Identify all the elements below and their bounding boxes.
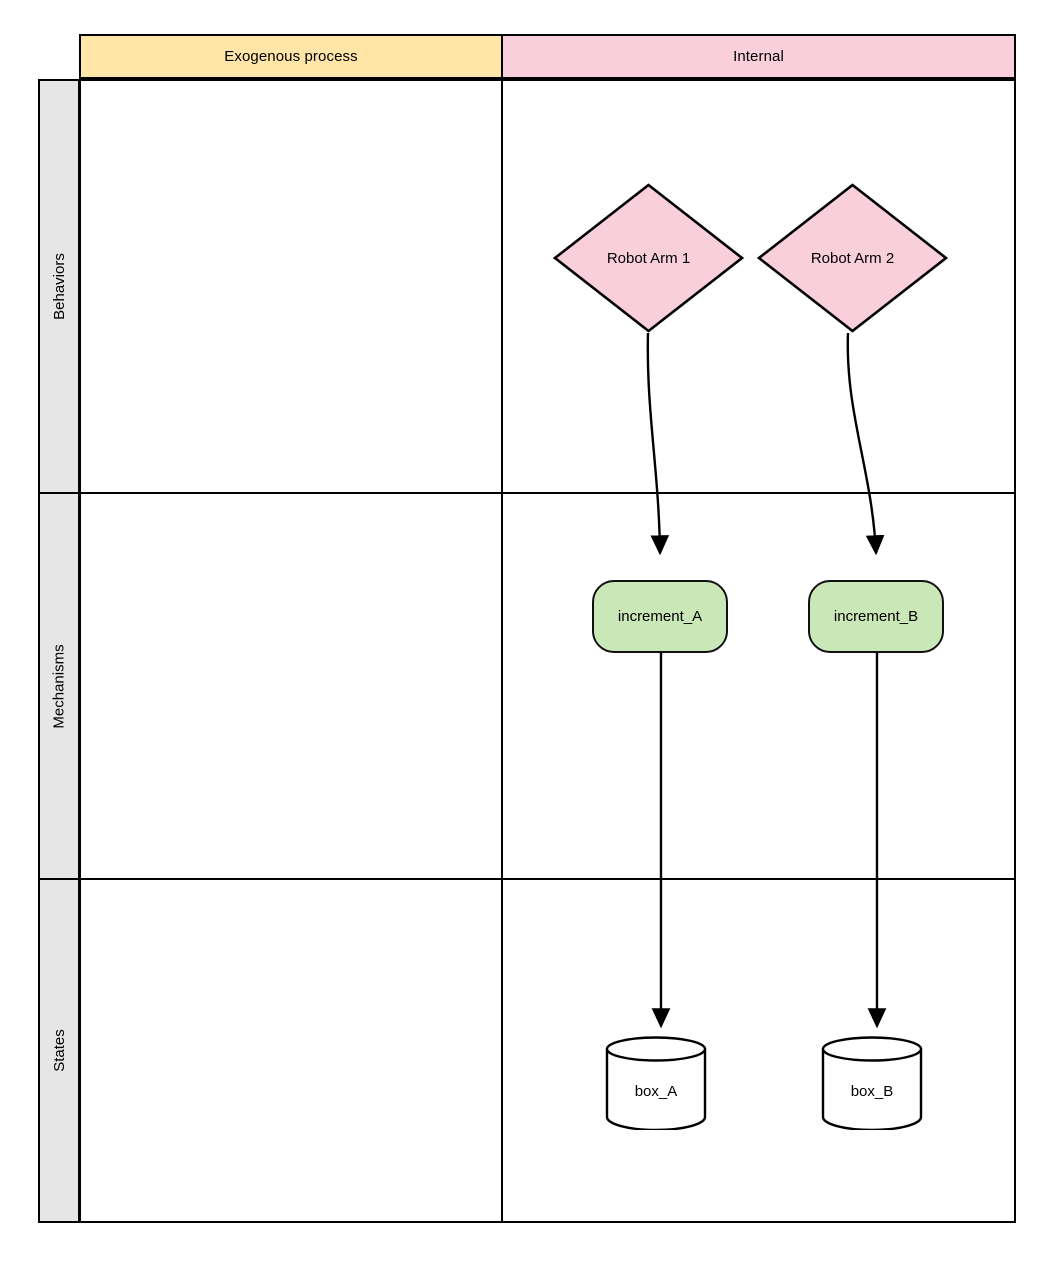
node-robot-arm-1[interactable]: Robot Arm 1 bbox=[553, 183, 744, 333]
lane-cell-states-internal bbox=[501, 878, 1016, 1223]
node-box-a-label: box_A bbox=[634, 1083, 678, 1100]
row-label-behaviors-text: Behaviors bbox=[50, 253, 68, 320]
lane-cell-mechanisms-internal bbox=[501, 492, 1016, 880]
column-header-exogenous-process-label: Exogenous process bbox=[224, 48, 358, 65]
lane-cell-behaviors-exogenous bbox=[79, 79, 503, 494]
row-label-states-text: States bbox=[50, 1029, 68, 1072]
row-label-mechanisms-text: Mechanisms bbox=[50, 643, 68, 729]
node-box-a[interactable]: box_A bbox=[605, 1036, 707, 1130]
node-box-b[interactable]: box_B bbox=[821, 1036, 923, 1130]
row-label-behaviors: Behaviors bbox=[38, 79, 80, 494]
node-increment-a-label: increment_A bbox=[617, 608, 703, 625]
node-increment-a[interactable]: increment_A bbox=[592, 580, 728, 653]
row-label-mechanisms: Mechanisms bbox=[38, 492, 80, 880]
robot-arm-1-diamond-shape bbox=[553, 183, 744, 333]
lane-cell-behaviors-internal bbox=[501, 79, 1016, 494]
robot-arm-2-diamond-shape bbox=[757, 183, 948, 333]
box-b-cylinder-shape bbox=[821, 1036, 923, 1130]
column-header-internal-label: Internal bbox=[733, 48, 784, 65]
row-label-states: States bbox=[38, 878, 80, 1223]
column-header-exogenous-process: Exogenous process bbox=[79, 34, 503, 79]
node-increment-b[interactable]: increment_B bbox=[808, 580, 944, 653]
node-box-b-label: box_B bbox=[850, 1083, 894, 1100]
lane-cell-states-exogenous bbox=[79, 878, 503, 1223]
column-header-internal: Internal bbox=[501, 34, 1016, 79]
node-robot-arm-2[interactable]: Robot Arm 2 bbox=[757, 183, 948, 333]
box-a-cylinder-shape bbox=[605, 1036, 707, 1130]
lane-cell-mechanisms-exogenous bbox=[79, 492, 503, 880]
node-increment-b-label: increment_B bbox=[833, 608, 919, 625]
